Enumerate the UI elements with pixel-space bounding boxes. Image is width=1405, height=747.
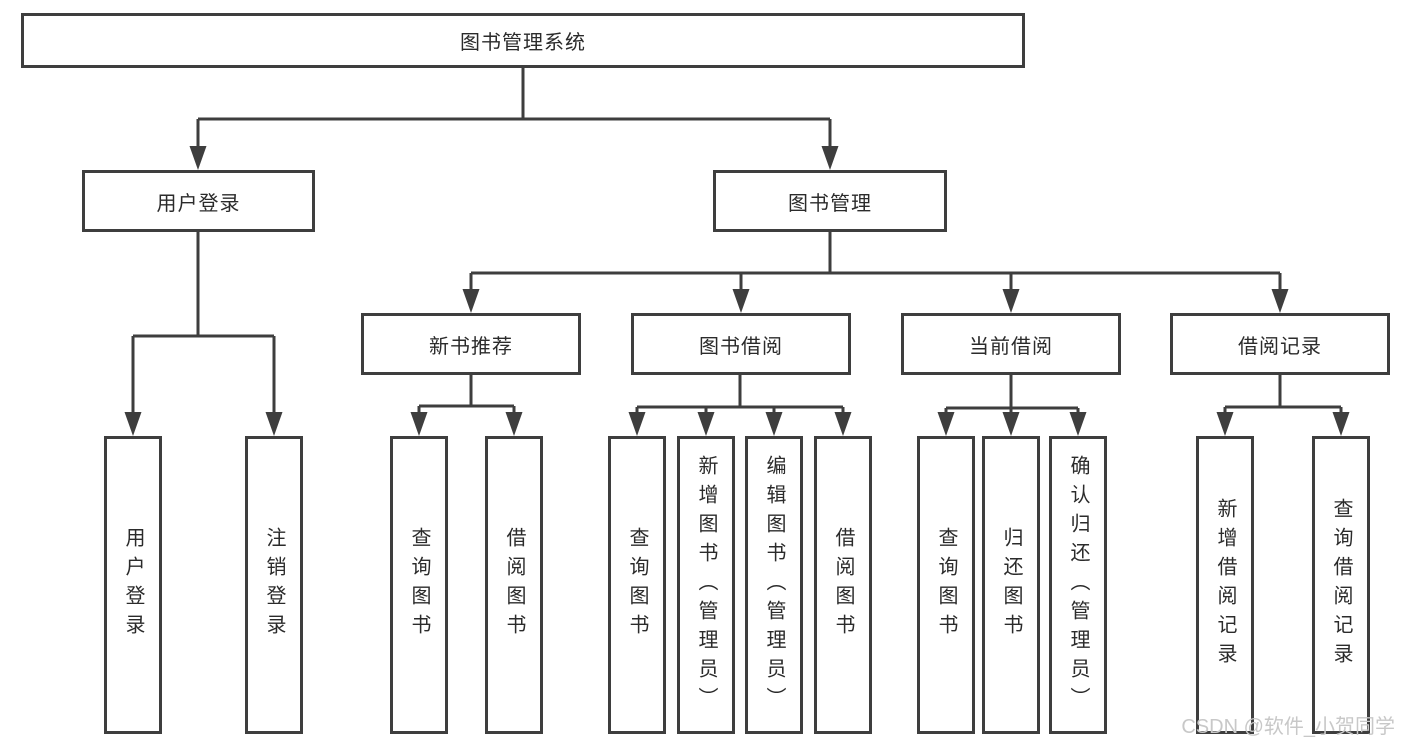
leaf-record-query: 查询借阅记录: [1312, 436, 1370, 734]
leaf-current-query: 查询图书: [917, 436, 975, 734]
node-user-login: 用户登录: [82, 170, 315, 232]
node-borrow-records: 借阅记录: [1170, 313, 1390, 375]
leaf-newbook-query: 查询图书: [390, 436, 448, 734]
node-current-borrow: 当前借阅: [901, 313, 1121, 375]
leaf-record-add: 新增借阅记录: [1196, 436, 1254, 734]
leaf-borrow-borrow: 借阅图书: [814, 436, 872, 734]
node-root: 图书管理系统: [21, 13, 1025, 68]
node-new-book-recommend: 新书推荐: [361, 313, 581, 375]
node-book-borrow: 图书借阅: [631, 313, 851, 375]
leaf-borrow-query: 查询图书: [608, 436, 666, 734]
leaf-newbook-borrow: 借阅图书: [485, 436, 543, 734]
node-book-management: 图书管理: [713, 170, 947, 232]
leaf-borrow-edit: 编辑图书（管理员）: [745, 436, 803, 734]
leaf-borrow-add: 新增图书（管理员）: [677, 436, 735, 734]
watermark: CSDN @软件_小贺同学: [1181, 716, 1395, 738]
leaf-logout: 注销登录: [245, 436, 303, 734]
leaf-current-confirm: 确认归还（管理员）: [1049, 436, 1107, 734]
leaf-user-login: 用户登录: [104, 436, 162, 734]
leaf-current-return: 归还图书: [982, 436, 1040, 734]
